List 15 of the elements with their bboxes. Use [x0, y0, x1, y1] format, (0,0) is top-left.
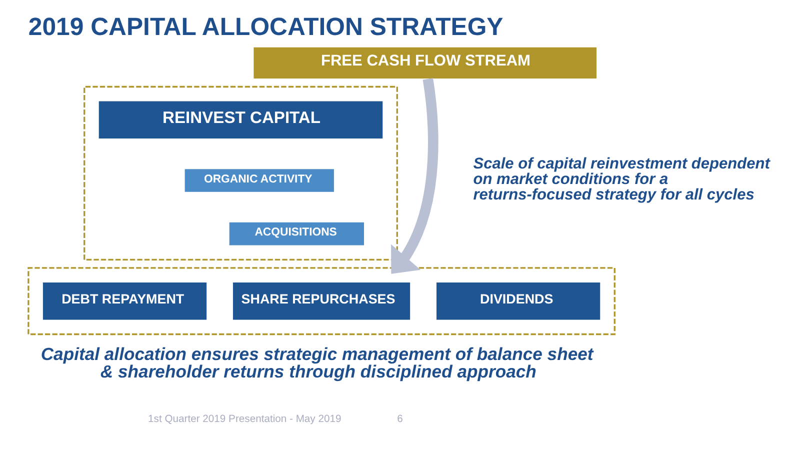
caption: Capital allocation ensures strategic management of balance sheet & shareholder returns through disciplined approach: [40, 344, 593, 382]
label: 6: [396, 414, 402, 425]
label: Scale of capital reinvestment dependent on market conditions for a returns-focused strategy for all cycles: [472, 156, 770, 204]
node-box: REINVEST CAPITAL: [98, 101, 382, 139]
node-box: ACQUISITIONS: [228, 222, 364, 246]
diagram-title: 2019 CAPITAL ALLOCATION STRATEGY: [28, 14, 503, 42]
node-box: ORGANIC ACTIVITY: [184, 169, 334, 192]
node-box: DEBT REPAYMENT: [42, 282, 206, 320]
arrow: [390, 78, 438, 274]
label: 1st Quarter 2019 Presentation - May 2019: [148, 414, 341, 425]
cluster: [27, 267, 615, 336]
cluster: [83, 86, 398, 261]
node-box: DIVIDENDS: [436, 282, 600, 320]
node-box: FREE CASH FLOW STREAM: [253, 47, 596, 78]
node-box: SHARE REPURCHASES: [232, 282, 410, 320]
